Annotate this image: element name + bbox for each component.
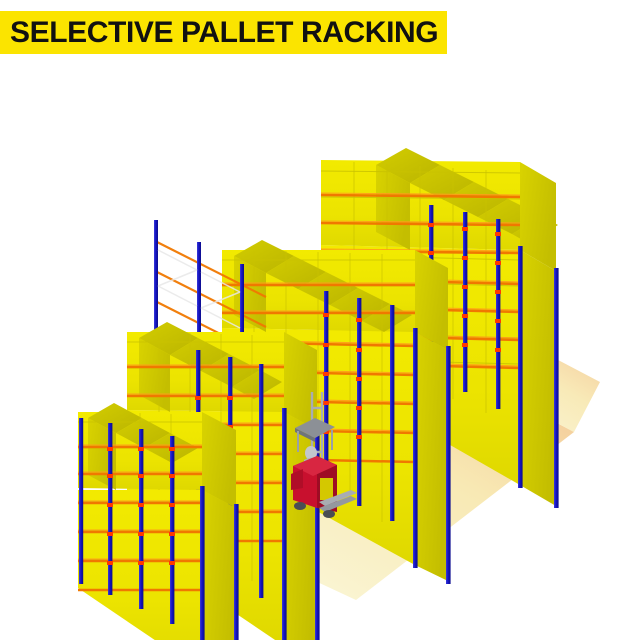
pallet-load-wall [78,403,236,640]
forklift-canopy [295,418,335,452]
racking-illustration [0,60,640,640]
page-title-banner: SELECTIVE PALLET RACKING [0,11,448,54]
upright-frames [324,291,451,584]
rack-row-front-left [78,403,239,640]
pallet-load-wall [320,148,558,506]
forklift-forks [319,490,357,512]
upright-frames [79,418,239,640]
forklift [291,392,357,518]
forklift-wheels [294,502,335,518]
beam-connectors [107,447,175,565]
rack-row-back-right [320,148,559,508]
isometric-scene [78,148,600,640]
load-beams [221,283,416,464]
beam-connectors [323,313,362,439]
upright-frames [154,220,244,382]
page-title: SELECTIVE PALLET RACKING [10,15,439,49]
